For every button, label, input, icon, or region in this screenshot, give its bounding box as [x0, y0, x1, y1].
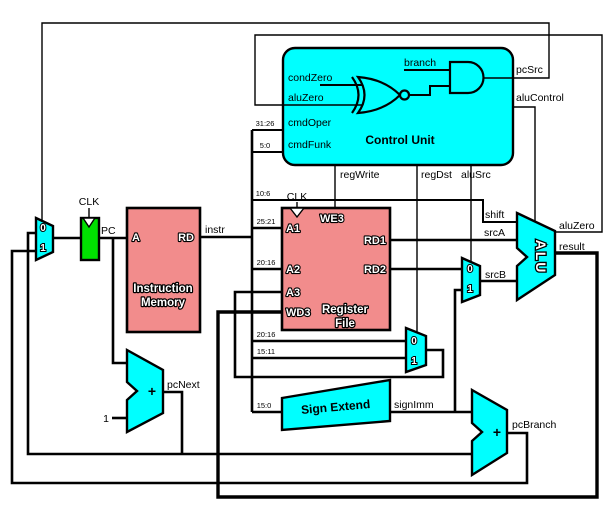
pcbranch-label: pcBranch	[512, 419, 557, 431]
alucontrol-label: aluControl	[516, 92, 564, 104]
shift-label: shift	[485, 209, 504, 221]
wire-shift	[252, 199, 517, 223]
rf-port-rd2: RD2	[364, 264, 386, 276]
pcnext-adder	[125, 347, 165, 434]
pcmux-0: 0	[40, 223, 46, 234]
cmdfunk-label: cmdFunk	[288, 139, 332, 151]
bits-5-0: 5:0	[260, 141, 270, 150]
srcb-label: srcB	[485, 269, 506, 281]
signimm-label: signImm	[394, 399, 434, 411]
rf-port-rd1: RD1	[364, 235, 386, 247]
aluzero-output-label: aluZero	[559, 220, 595, 232]
wire-pc-to-adder	[111, 238, 127, 365]
xnor-gate	[355, 75, 402, 115]
result-label: result	[559, 241, 585, 253]
and-gate	[448, 60, 485, 95]
bits-10-6: 10:6	[256, 189, 271, 198]
condzero-label: condZero	[288, 72, 333, 84]
rf-port-a2: A2	[286, 264, 300, 276]
xnor-bubble	[398, 89, 411, 101]
rf-port-we3: WE3	[320, 213, 344, 225]
clk-pc-label: CLK	[79, 196, 99, 208]
rf-port-wd3: WD3	[286, 307, 310, 319]
pcbranch-plus: +	[493, 424, 501, 440]
srcbmux-1: 1	[467, 284, 473, 295]
one-constant-label: 1	[103, 413, 109, 425]
dstmux-0: 0	[411, 336, 417, 347]
wire-signimm-to-mux	[453, 288, 462, 412]
pcsrc-label: pcSrc	[516, 64, 543, 76]
rf-port-a3: A3	[286, 287, 300, 299]
bits-15-0: 15:0	[257, 401, 272, 410]
imem-title-line1: Instruction	[133, 283, 192, 295]
pcbranch-adder	[470, 387, 509, 478]
srcbmux-0: 0	[467, 264, 473, 275]
wires	[10, 22, 603, 499]
reg-dst-mux	[404, 326, 428, 374]
wire-regdst-mux-to-a3	[233, 290, 445, 379]
bits-25-21: 25:21	[257, 217, 276, 226]
wire-pcbranch	[10, 249, 529, 485]
imem-port-a: A	[132, 232, 140, 244]
srca-label: srcA	[484, 227, 505, 239]
cmdoper-label: cmdOper	[288, 117, 332, 129]
control-unit-title: Control Unit	[365, 133, 434, 147]
pc-src-mux	[34, 216, 55, 262]
alusrc-label: aluSrc	[461, 169, 491, 181]
imem-port-rd: RD	[178, 232, 194, 244]
rf-clock-chevron-icon	[288, 207, 306, 219]
branch-label: branch	[404, 57, 436, 69]
wire-result	[216, 251, 599, 499]
pcnext-plus: +	[148, 383, 156, 399]
xnor-gate-back-arc	[351, 76, 360, 114]
wire-alucontrol	[513, 106, 536, 222]
dstmux-1: 1	[411, 356, 417, 367]
wire-pcnext-out	[163, 390, 184, 454]
alu-shape	[515, 211, 557, 303]
bits-15-11: 15:11	[257, 347, 275, 356]
wire-xnor-to-and	[409, 85, 450, 96]
alu-src-mux	[460, 256, 482, 304]
bits-31-26: 31:26	[256, 119, 275, 128]
rf-title-line1: Register	[322, 304, 369, 316]
clk-rf-label: CLK	[287, 191, 307, 203]
pcmux-1: 1	[40, 243, 46, 254]
imem-title-line2: Memory	[141, 297, 186, 309]
alu-title: ALU	[533, 240, 549, 275]
pc-clock-chevron-icon	[81, 217, 97, 229]
sign-extend-box	[280, 378, 392, 432]
wire-aluzero-feedback	[254, 34, 603, 233]
aluzero-input-label: aluZero	[288, 92, 324, 104]
regwrite-label: regWrite	[340, 169, 380, 181]
bits-20-16-a2: 20:16	[257, 258, 276, 267]
sign-extend-title: Sign Extend	[301, 397, 371, 417]
regdst-label: regDst	[421, 169, 452, 181]
pcnext-label: pcNext	[167, 379, 200, 391]
rf-port-a1: A1	[286, 223, 300, 235]
bits-20-16-mux: 20:16	[257, 330, 276, 339]
wire-pcnext-rail	[26, 231, 472, 456]
register-file-box	[280, 206, 392, 332]
wire-pcsrc	[41, 22, 550, 222]
rf-title-line2: File	[335, 318, 355, 330]
instruction-memory-box	[125, 206, 202, 334]
pc-label: PC	[101, 225, 116, 237]
instr-label: instr	[205, 224, 225, 236]
